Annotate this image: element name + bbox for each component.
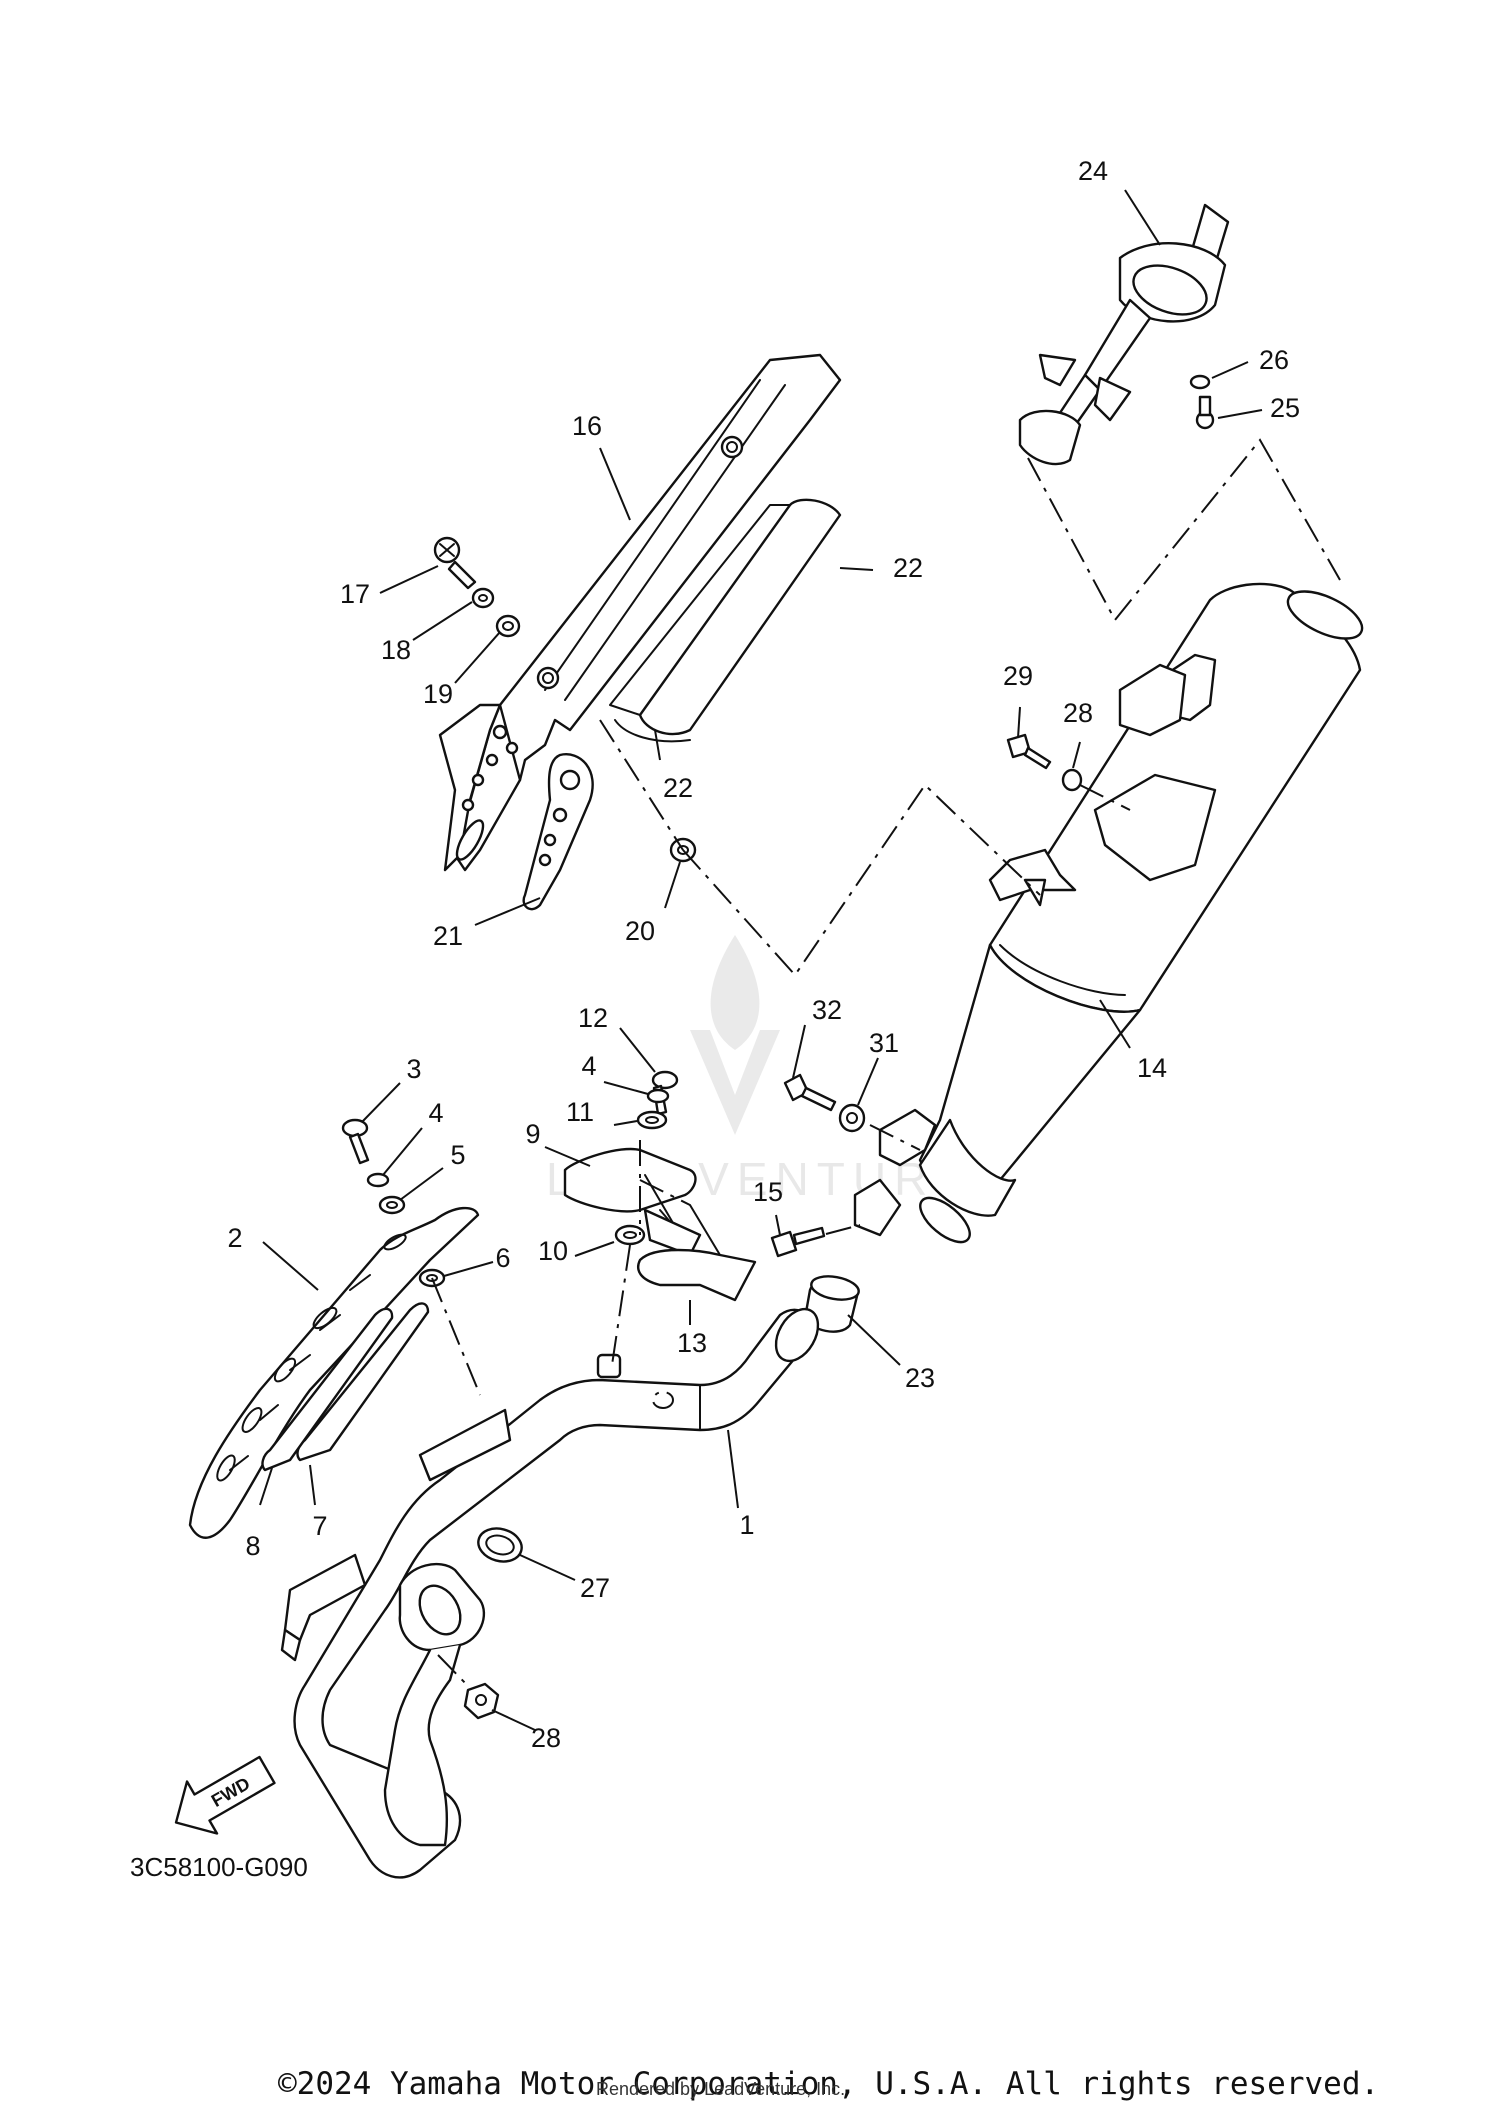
callout-10: 10	[538, 1236, 568, 1266]
part-4-washer	[366, 1172, 390, 1188]
part-29-washer	[1061, 768, 1083, 792]
callout-labels: 24 26 25 16 17 18 19 22 22 20 21 29 28 3…	[227, 156, 1300, 1753]
part-32-bolt	[783, 1073, 837, 1112]
callout-12: 12	[578, 1003, 608, 1033]
part-9-bracket	[563, 1147, 721, 1257]
callout-31: 31	[869, 1028, 899, 1058]
part-28-nut	[463, 1682, 500, 1720]
part-18-washer	[471, 587, 495, 609]
part-15-bolt	[770, 1226, 826, 1258]
callout-25: 25	[1270, 393, 1300, 423]
callout-1: 1	[739, 1510, 754, 1540]
callout-22-lower: 22	[663, 773, 693, 803]
part-22-pad-upper	[609, 498, 842, 743]
part-3-bolt	[341, 1118, 370, 1165]
callout-4-center: 4	[581, 1051, 596, 1081]
callout-26: 26	[1259, 345, 1289, 375]
callout-30: 29	[1003, 661, 1033, 691]
callout-21: 21	[433, 921, 463, 951]
part-8-pad	[261, 1307, 394, 1472]
callout-6: 6	[495, 1243, 510, 1273]
callout-18: 18	[381, 635, 411, 665]
rendered-by-note: Rendered by LeadVenture, Inc.	[596, 2079, 845, 2099]
part-26-washer	[1189, 374, 1211, 390]
part-14-muffler	[853, 582, 1364, 1244]
part-16-muffler-guard	[438, 353, 842, 872]
part-27-gasket	[477, 1527, 523, 1563]
callout-2: 2	[227, 1223, 242, 1253]
callout-7: 7	[312, 1511, 327, 1541]
part-2-heat-protector	[188, 1206, 480, 1539]
forward-arrow-icon: FWD	[174, 1755, 276, 1835]
part-30-bolt	[1006, 733, 1052, 770]
callout-9: 9	[525, 1119, 540, 1149]
part-1-exhaust-pipe	[280, 1307, 820, 1879]
callout-28: 28	[531, 1723, 561, 1753]
callout-5: 5	[450, 1140, 465, 1170]
callout-15: 15	[753, 1177, 783, 1207]
part-5-collar	[378, 1195, 406, 1215]
callout-8: 8	[245, 1531, 260, 1561]
callout-16: 16	[572, 411, 602, 441]
callout-11: 11	[566, 1097, 594, 1127]
part-10-collar	[614, 1224, 646, 1246]
callout-20: 20	[625, 916, 655, 946]
part-21-guard-bracket	[522, 753, 594, 911]
callout-23: 23	[905, 1363, 935, 1393]
callout-14: 14	[1137, 1053, 1167, 1083]
callout-22-upper: 22	[893, 553, 923, 583]
callout-3: 3	[406, 1054, 421, 1084]
exhaust-manifold-front	[383, 1562, 486, 1847]
part-4b-washer	[646, 1088, 670, 1104]
part-11-collar	[636, 1110, 668, 1130]
part-17-bolt	[433, 536, 477, 590]
callout-24: 24	[1078, 156, 1108, 186]
part-25-screw	[1195, 395, 1215, 430]
part-31-washer	[838, 1103, 866, 1133]
part-13-pad	[637, 1248, 757, 1302]
callout-32: 32	[812, 995, 842, 1025]
callout-13: 13	[677, 1328, 707, 1358]
callout-17: 17	[340, 579, 370, 609]
leader-lines	[259, 189, 1263, 1731]
drawing-code: 3C58100-G090	[130, 1852, 308, 1882]
callout-4-left: 4	[428, 1098, 443, 1128]
callout-29: 28	[1063, 698, 1093, 728]
copyright-notice: ©2024 Yamaha Motor Corporation, U.S.A. A…	[278, 2066, 1379, 2102]
part-24-end-cap	[1018, 203, 1230, 466]
callout-27: 27	[580, 1573, 610, 1603]
part-19-collar	[495, 614, 521, 638]
assembly-lines	[431, 438, 1341, 1689]
callout-19: 19	[423, 679, 453, 709]
